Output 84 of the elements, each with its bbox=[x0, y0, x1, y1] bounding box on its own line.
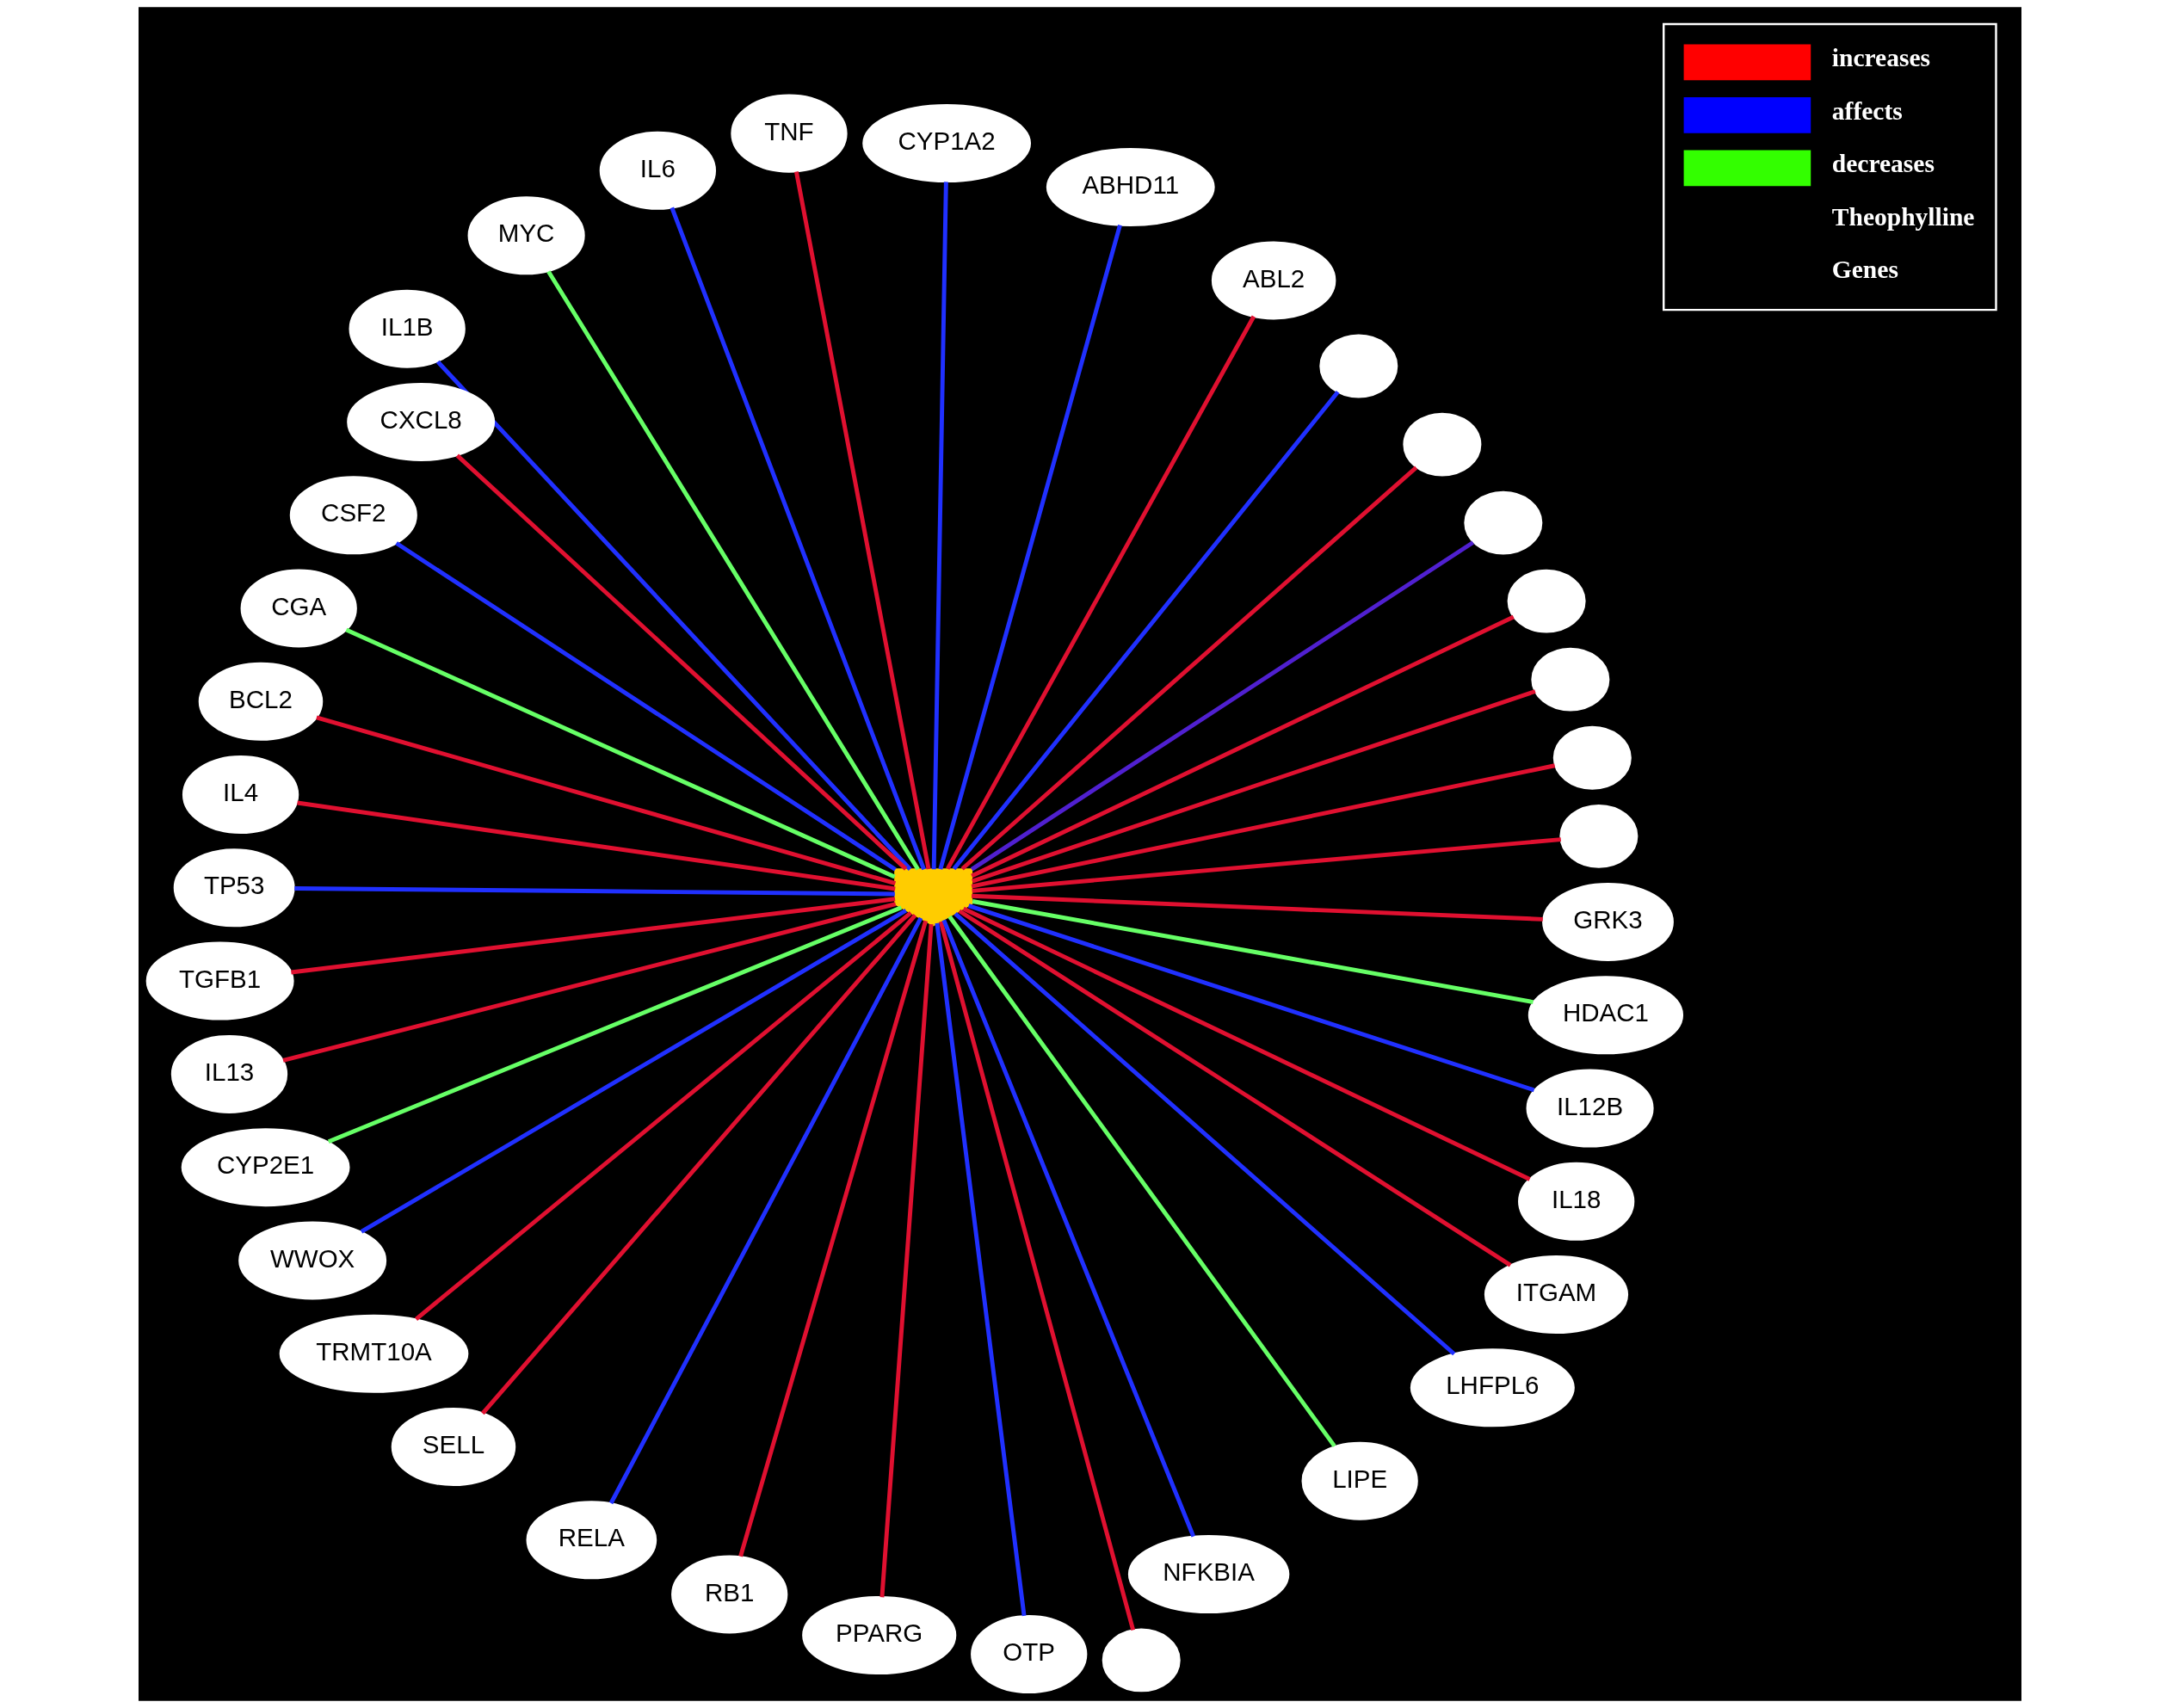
node-ellipse: TRMT10A bbox=[279, 1314, 469, 1393]
connector bbox=[958, 909, 1512, 1267]
node-ellipse: GRK3 bbox=[1542, 882, 1674, 961]
node-ellipse: LHFPL6 bbox=[1410, 1348, 1575, 1427]
connector bbox=[938, 921, 1136, 1631]
node-ellipse: PPARG bbox=[802, 1596, 957, 1675]
connector bbox=[971, 614, 1515, 879]
connector bbox=[967, 903, 1535, 1093]
node-ellipse: CGA bbox=[240, 569, 357, 648]
connector bbox=[935, 922, 1027, 1617]
node-ellipse: NFKBIA bbox=[1127, 1535, 1290, 1614]
node-ellipse: IL6 bbox=[599, 131, 717, 210]
node-ellipse: MYC bbox=[467, 196, 585, 275]
connector bbox=[972, 899, 1534, 1004]
connector bbox=[879, 924, 934, 1598]
connector bbox=[971, 893, 1543, 922]
connector bbox=[414, 911, 912, 1321]
connector bbox=[953, 912, 1456, 1356]
connector bbox=[455, 453, 908, 871]
connector bbox=[941, 919, 1196, 1538]
connector bbox=[291, 897, 896, 975]
connector bbox=[938, 224, 1122, 870]
node-ellipse: RELA bbox=[526, 1501, 657, 1580]
connector bbox=[952, 391, 1340, 871]
connector bbox=[962, 906, 1531, 1181]
connector bbox=[360, 909, 907, 1234]
node-circle bbox=[1507, 569, 1586, 633]
node-ellipse: CYP1A2 bbox=[862, 103, 1032, 182]
connector bbox=[327, 905, 903, 1144]
legend-label: Theophylline bbox=[1831, 202, 1975, 231]
legend-label: Genes bbox=[1831, 256, 1898, 284]
connector bbox=[738, 920, 929, 1557]
node-ellipse: RB1 bbox=[671, 1555, 788, 1634]
node-ellipse: CYP2E1 bbox=[181, 1128, 350, 1207]
connector bbox=[946, 315, 1256, 870]
node-circle bbox=[1319, 334, 1398, 398]
node-circle bbox=[1102, 1628, 1181, 1693]
connector bbox=[345, 627, 896, 879]
node-ellipse: ITGAM bbox=[1484, 1255, 1629, 1335]
node-ellipse: IL18 bbox=[1518, 1162, 1635, 1241]
node-circle bbox=[1531, 647, 1610, 712]
legend-label: increases bbox=[1831, 44, 1931, 72]
connector bbox=[297, 800, 896, 891]
connector bbox=[972, 837, 1561, 893]
connector bbox=[793, 171, 931, 870]
node-ellipse: TNF bbox=[731, 94, 848, 173]
connector bbox=[970, 540, 1474, 872]
connector bbox=[546, 270, 920, 871]
connector bbox=[481, 914, 917, 1415]
node-ellipse: ABL2 bbox=[1211, 241, 1336, 320]
connector bbox=[395, 541, 897, 872]
connector bbox=[972, 689, 1536, 884]
node-ellipse: OTP bbox=[971, 1615, 1088, 1694]
connector bbox=[282, 902, 897, 1063]
connector bbox=[971, 763, 1556, 889]
node-ellipse: TGFB1 bbox=[145, 941, 294, 1020]
node-ellipse: IL4 bbox=[182, 755, 299, 835]
node-circle bbox=[1403, 412, 1482, 477]
node-circle bbox=[1464, 490, 1543, 555]
node-ellipse: ABHD11 bbox=[1046, 148, 1215, 227]
connector bbox=[435, 360, 912, 871]
node-ellipse: TP53 bbox=[173, 848, 295, 928]
connector bbox=[316, 715, 897, 886]
node-ellipse: BCL2 bbox=[198, 662, 324, 741]
node-ellipse: CSF2 bbox=[289, 476, 417, 555]
legend-label: decreases bbox=[1831, 150, 1935, 178]
node-chevron bbox=[894, 868, 973, 927]
node-ellipse: HDAC1 bbox=[1527, 976, 1684, 1055]
legend-label: affects bbox=[1831, 96, 1903, 125]
node-ellipse: CXCL8 bbox=[347, 382, 496, 461]
node-ellipse: IL1B bbox=[349, 289, 466, 368]
connector bbox=[670, 207, 926, 871]
node-ellipse: LIPE bbox=[1301, 1441, 1418, 1520]
node-circle bbox=[1559, 804, 1639, 868]
node-circle bbox=[1552, 725, 1632, 790]
node-ellipse: IL12B bbox=[1526, 1069, 1654, 1148]
connector bbox=[608, 916, 923, 1505]
connector bbox=[931, 182, 948, 870]
node-ellipse: IL13 bbox=[170, 1034, 288, 1113]
connector bbox=[294, 886, 895, 897]
connector bbox=[960, 466, 1418, 871]
connector bbox=[947, 915, 1336, 1448]
node-ellipse: WWOX bbox=[238, 1221, 387, 1300]
node-ellipse: SELL bbox=[391, 1408, 516, 1487]
